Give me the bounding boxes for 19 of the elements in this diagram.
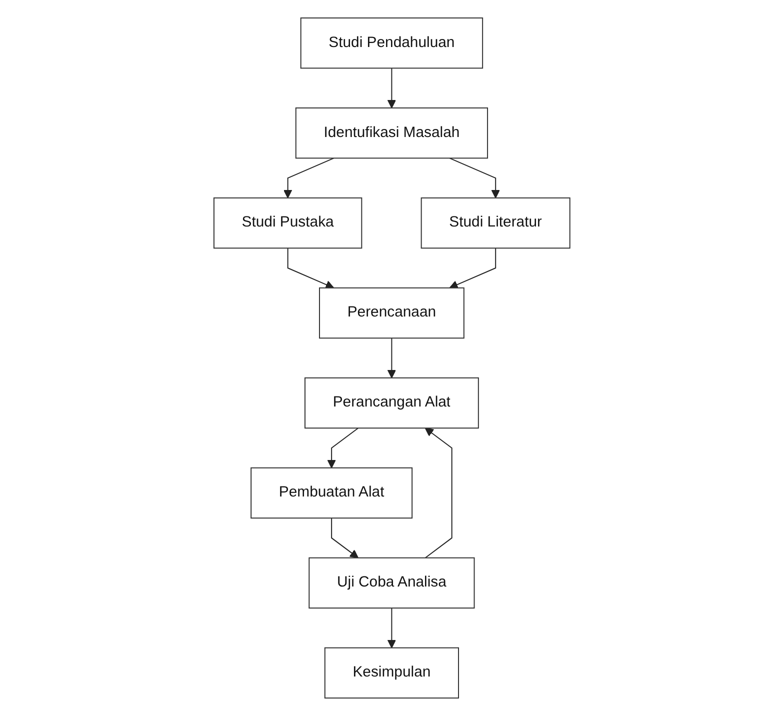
arrow: [286, 248, 334, 289]
node-box: Perancangan Alat: [304, 377, 479, 429]
node-box: Uji Coba Analisa: [308, 557, 474, 609]
arrow: [424, 428, 452, 558]
arrow: [448, 248, 496, 289]
arrow: [386, 68, 396, 108]
node-box: Perencanaan: [318, 287, 464, 339]
node-box: Identufikasi Masalah: [294, 107, 488, 159]
arrow: [386, 608, 396, 648]
arrow: [386, 338, 396, 378]
arrow: [326, 428, 358, 468]
arrow: [283, 158, 334, 198]
node-box: Studi Literatur: [420, 197, 570, 249]
node-box: Studi Pendahuluan: [300, 17, 483, 69]
arrow: [330, 518, 358, 558]
node-box: Pembuatan Alat: [250, 467, 412, 519]
node-box: Kesimpulan: [324, 647, 459, 699]
node-box: Studi Pustaka: [213, 197, 362, 249]
arrow: [448, 158, 500, 198]
